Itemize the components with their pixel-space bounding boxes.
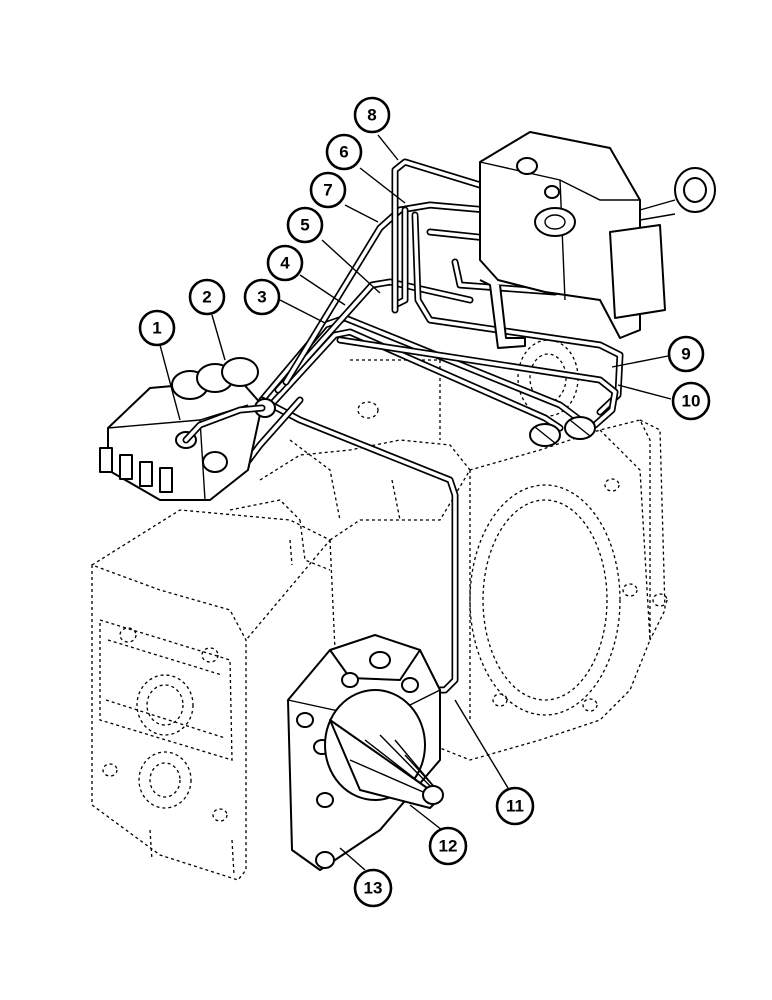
callout-10-label: 10	[682, 392, 701, 411]
callout-3: 3	[243, 278, 281, 316]
callout-12-label: 12	[439, 837, 458, 856]
callout-5-label: 5	[300, 216, 309, 235]
callout-9: 9	[667, 335, 705, 373]
callout-10: 10	[671, 381, 711, 421]
callout-8-label: 8	[367, 106, 376, 125]
callout-2-label: 2	[202, 288, 211, 307]
callout-7-label: 7	[323, 181, 332, 200]
leader-lines	[159, 134, 672, 871]
reservoir-bracket	[479, 131, 716, 349]
callout-4: 4	[266, 244, 304, 282]
callout-13-label: 13	[364, 879, 383, 898]
callout-6-label: 6	[339, 143, 348, 162]
callout-1: 1	[138, 309, 176, 347]
callout-3-label: 3	[257, 288, 266, 307]
hydraulic-pump	[287, 634, 444, 871]
callout-1-label: 1	[152, 319, 161, 338]
callout-11-label: 11	[506, 797, 524, 816]
callout-6: 6	[325, 133, 363, 171]
callout-9-label: 9	[681, 345, 690, 364]
callout-5: 5	[286, 206, 324, 244]
callout-12: 12	[428, 826, 468, 866]
callout-8: 8	[353, 96, 391, 134]
callout-13: 13	[353, 868, 393, 908]
control-valve	[99, 357, 276, 501]
callout-4-label: 4	[280, 254, 290, 273]
callout-11: 11	[495, 786, 535, 826]
callout-2: 2	[188, 278, 226, 316]
callout-7: 7	[309, 171, 347, 209]
